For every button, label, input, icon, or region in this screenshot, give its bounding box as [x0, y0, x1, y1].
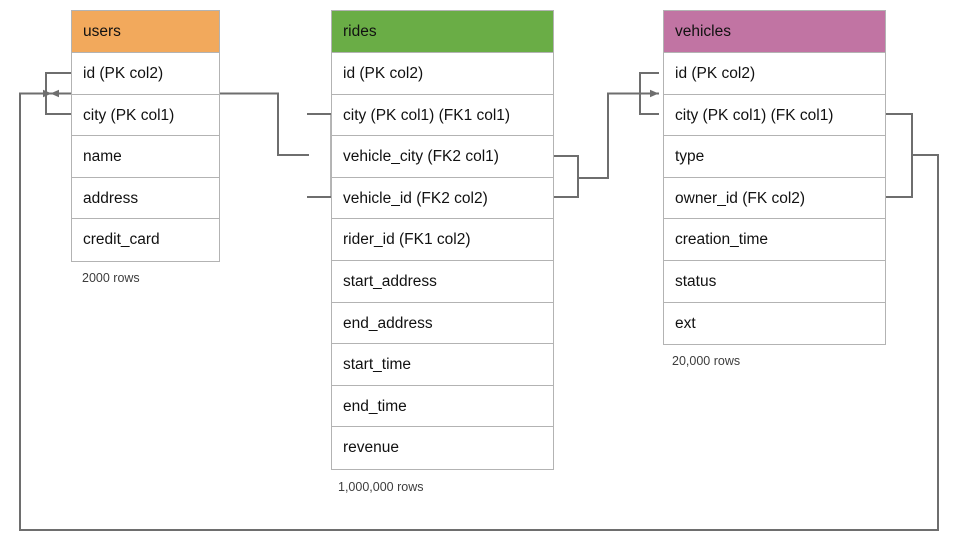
edge-vehicles-target-bracket-lower [639, 92, 659, 115]
table-rides-column-vehicle-city[interactable]: vehicle_city (FK2 col1) [332, 136, 553, 178]
table-rides-column-start-address[interactable]: start_address [332, 260, 553, 303]
table-users-column-id[interactable]: id (PK col2) [72, 53, 219, 95]
edge-rides-fk2-to-vehicles [577, 89, 659, 179]
table-users-column-credit-card[interactable]: credit_card [72, 219, 219, 261]
table-users-title: users [83, 23, 121, 40]
table-rides-column-vehicle-id[interactable]: vehicle_id (FK2 col2) [332, 177, 553, 220]
edge-vehicles-fk-source-bracket [885, 113, 913, 198]
edge-rides-fk2-bracket [553, 155, 579, 198]
table-rides-title: rides [343, 23, 377, 40]
table-vehicles-column-ext[interactable]: ext [664, 302, 885, 345]
table-vehicles-column-id[interactable]: id (PK col2) [664, 53, 885, 95]
table-rides-header[interactable]: rides [332, 11, 553, 53]
table-vehicles-header[interactable]: vehicles [664, 11, 885, 53]
table-vehicles-column-creation-time[interactable]: creation_time [664, 219, 885, 261]
table-users-column-city[interactable]: city (PK col1) [72, 94, 219, 137]
table-rides-column-city[interactable]: city (PK col1) (FK1 col1) [332, 94, 553, 137]
edge-vehicles-target-bracket-upper [639, 72, 659, 95]
table-users-column-name[interactable]: name [72, 136, 219, 178]
table-vehicles-column-owner-id[interactable]: owner_id (FK col2) [664, 177, 885, 220]
table-vehicles-column-type[interactable]: type [664, 136, 885, 178]
table-vehicles-title: vehicles [675, 23, 731, 40]
table-rides-column-end-time[interactable]: end_time [332, 385, 553, 428]
table-rides-column-id[interactable]: id (PK col2) [332, 53, 553, 95]
table-vehicles-column-city[interactable]: city (PK col1) (FK col1) [664, 94, 885, 137]
table-users-column-address[interactable]: address [72, 177, 219, 220]
table-vehicles-column-status[interactable]: status [664, 260, 885, 303]
table-vehicles-row-count: 20,000 rows [672, 354, 741, 368]
table-users[interactable]: users id (PK col2) city (PK col1) name a… [71, 10, 220, 262]
edge-users-target-bracket [45, 72, 72, 115]
table-rides-column-rider-id[interactable]: rider_id (FK1 col2) [332, 219, 553, 261]
table-vehicles[interactable]: vehicles id (PK col2) city (PK col1) (FK… [663, 10, 886, 346]
table-rides[interactable]: rides id (PK col2) city (PK col1) (FK1 c… [331, 10, 554, 470]
table-rides-row-count: 1,000,000 rows [338, 480, 424, 494]
table-users-row-count: 2000 rows [82, 271, 140, 285]
edge-rides-fk2-source-bracket [307, 113, 333, 198]
table-rides-column-start-time[interactable]: start_time [332, 344, 553, 386]
table-rides-column-revenue[interactable]: revenue [332, 427, 553, 469]
table-users-header[interactable]: users [72, 11, 219, 53]
table-rides-column-end-address[interactable]: end_address [332, 302, 553, 345]
